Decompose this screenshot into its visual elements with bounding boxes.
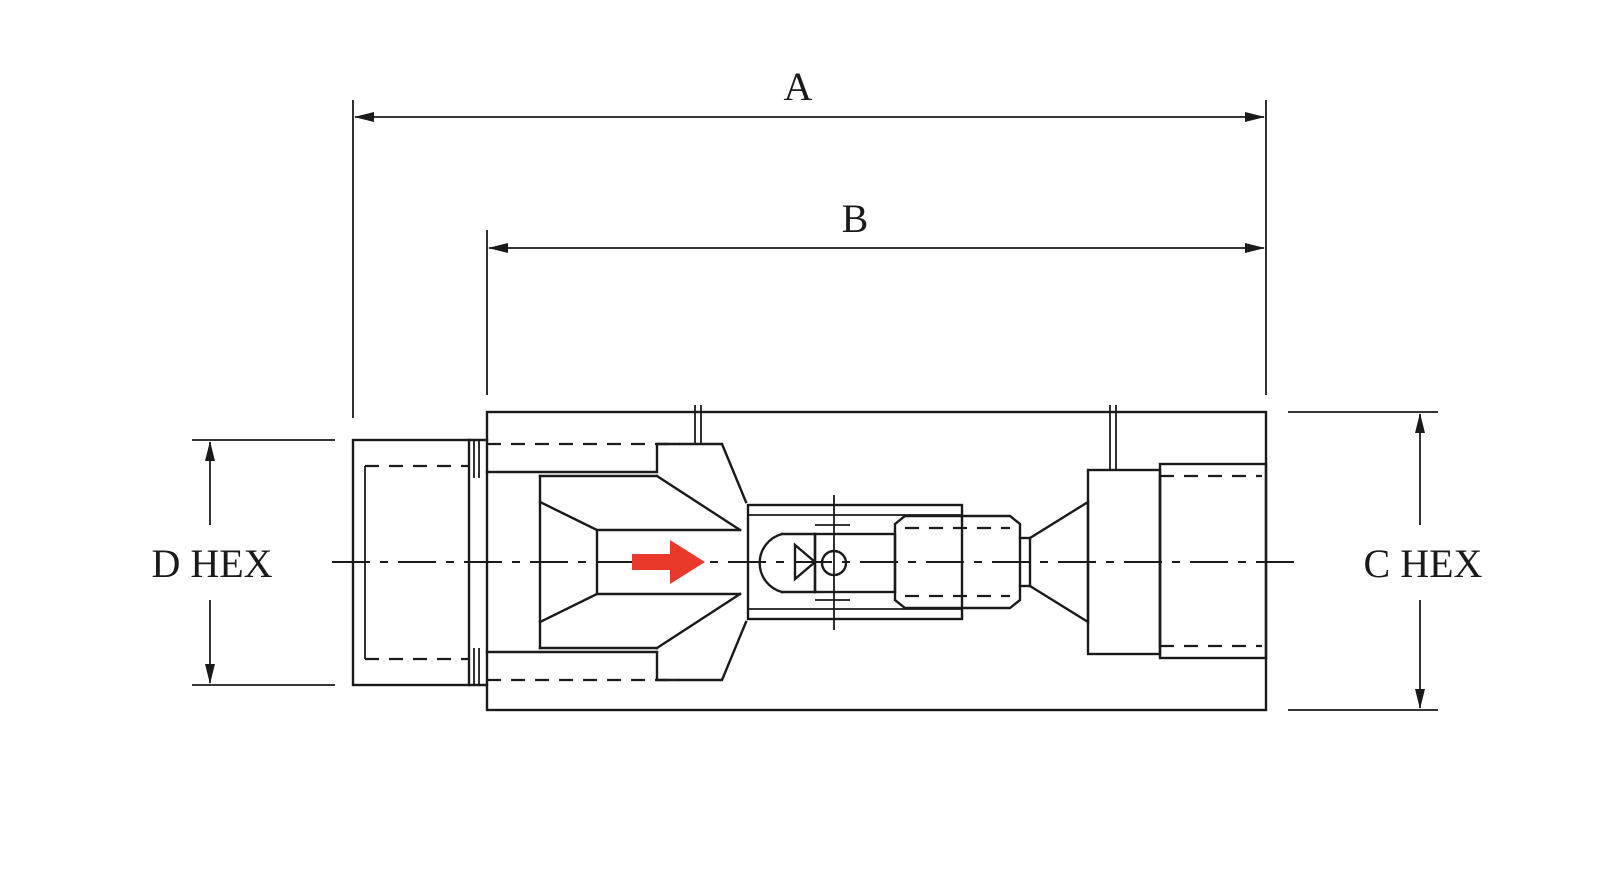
dimension-d-hex-label: D HEX [151,541,272,586]
dimension-d-hex: D HEX [151,439,335,686]
dimension-b: B [486,196,1265,395]
dimension-a-label: A [784,64,813,109]
dimension-c-hex: C HEX [1288,411,1483,711]
valve-body [351,405,1268,712]
dimension-a: A [352,64,1267,418]
flow-direction-arrow-icon [632,540,705,584]
dimension-b-label: B [842,196,869,241]
dimension-c-hex-label: C HEX [1364,541,1483,586]
